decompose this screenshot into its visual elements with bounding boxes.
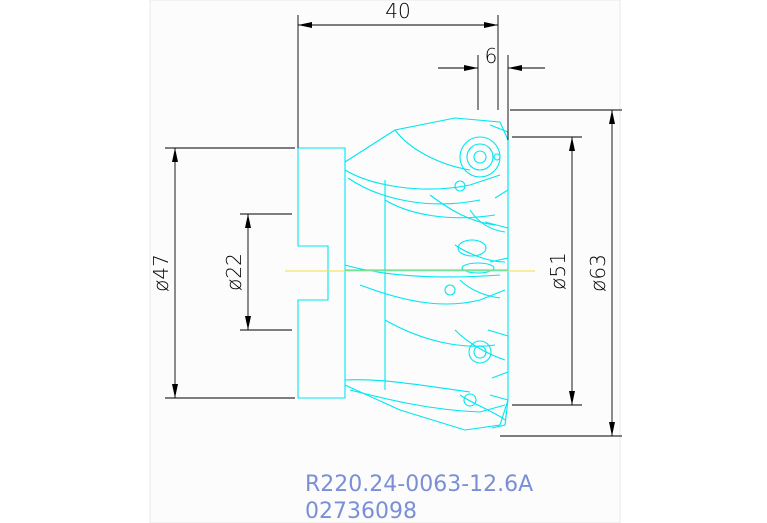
dim-51-label: ø51 bbox=[546, 252, 570, 290]
dim-22-label: ø22 bbox=[222, 253, 246, 291]
arrow-40-left bbox=[298, 22, 312, 28]
flute-upper-middle bbox=[384, 194, 506, 233]
hub-body bbox=[297, 147, 346, 399]
dimension-arrowheads bbox=[172, 22, 615, 436]
arrow-51-top bbox=[569, 137, 575, 151]
dim-40-label: 40 bbox=[385, 0, 410, 23]
insert-upper-middle bbox=[484, 221, 509, 263]
insert-screw-lower-outer bbox=[468, 340, 492, 364]
insert-screw-top-torx-icon bbox=[473, 150, 487, 164]
arrow-47-bottom bbox=[172, 384, 178, 398]
flute-upper bbox=[344, 129, 501, 205]
insert-lower-middle bbox=[487, 329, 509, 379]
dim-63-label: ø63 bbox=[586, 254, 610, 292]
insert-seat-upper bbox=[457, 239, 487, 257]
insert-screw-lower-inner bbox=[473, 345, 487, 359]
flute-lower-middle bbox=[384, 319, 506, 361]
arrow-22-top bbox=[245, 214, 251, 228]
part-caption: R220.24-0063-12.6A 02736098 bbox=[305, 472, 533, 523]
arrow-6-left bbox=[464, 65, 478, 71]
coolant-hole-lower bbox=[463, 393, 477, 407]
insert-screw-top-pin bbox=[493, 153, 501, 161]
arrow-47-top bbox=[172, 148, 178, 162]
dimension-labels: 40 6 ø47 ø22 ø51 ø63 bbox=[149, 0, 610, 292]
dim-47-label: ø47 bbox=[149, 254, 173, 292]
part-number: R220.24-0063-12.6A bbox=[305, 472, 533, 497]
insert-bottom bbox=[489, 394, 509, 429]
milling-cutter-outline bbox=[297, 117, 509, 431]
insert-screw-top-mid bbox=[466, 143, 494, 171]
dimensioning bbox=[165, 15, 622, 437]
arrow-51-bottom bbox=[569, 391, 575, 405]
coolant-hole-upper bbox=[454, 180, 466, 192]
arrow-63-bottom bbox=[609, 422, 615, 436]
insert-top bbox=[489, 124, 509, 199]
arrow-6-right bbox=[508, 65, 522, 71]
order-code: 02736098 bbox=[305, 499, 417, 523]
dim-6-label: 6 bbox=[485, 44, 498, 68]
arrow-40-right bbox=[484, 22, 498, 28]
insert-seat-middle bbox=[461, 262, 495, 274]
flute-middle bbox=[344, 244, 506, 305]
arrow-22-bottom bbox=[245, 316, 251, 330]
arrow-63-top bbox=[609, 110, 615, 124]
flute-lower bbox=[344, 379, 506, 421]
coolant-hole-middle bbox=[444, 284, 456, 296]
